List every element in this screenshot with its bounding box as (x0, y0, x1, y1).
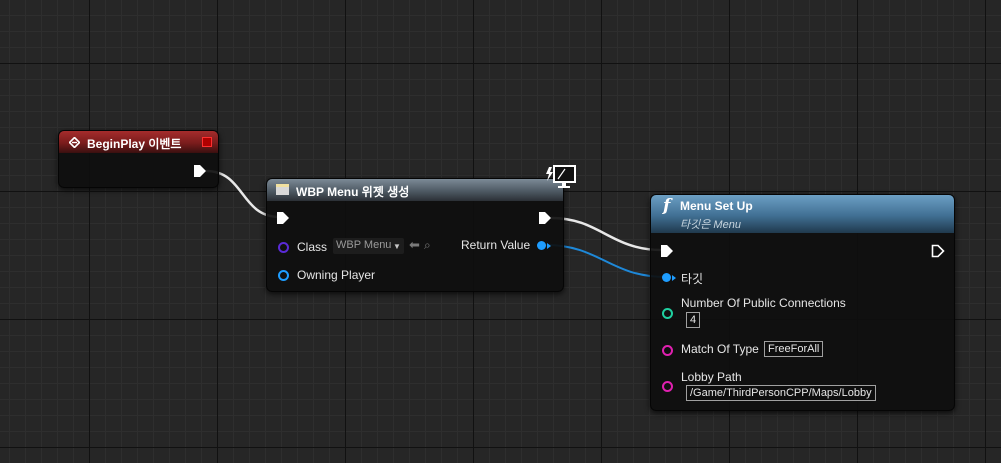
exec-in-pin[interactable] (276, 211, 290, 230)
use-selected-arrow-icon[interactable]: ⬅ (409, 237, 420, 252)
match-type-input[interactable]: FreeForAll (764, 341, 824, 357)
num-connections-label: Number Of Public Connections (681, 296, 846, 310)
return-value-arrow (547, 243, 551, 249)
menu-setup-title: Menu Set Up (680, 199, 753, 213)
lobby-path-label: Lobby Path (681, 370, 742, 384)
browse-search-icon[interactable]: ⌕ (424, 238, 431, 252)
event-diamond-icon (68, 136, 81, 149)
chevron-down-icon: ▼ (393, 242, 401, 251)
exec-in-pin[interactable] (660, 244, 674, 263)
class-dropdown[interactable]: WBP Menu ▼ (333, 238, 404, 254)
menu-setup-node[interactable]: f Menu Set Up 타깃은 Menu 타깃 Number Of Publ… (650, 194, 955, 411)
lobby-path-input[interactable]: /Game/ThirdPersonCPP/Maps/Lobby (686, 385, 876, 401)
monitor-lightning-icon (545, 164, 577, 195)
owning-player-pin[interactable] (278, 270, 289, 281)
match-type-label: Match Of Type (681, 342, 759, 356)
function-f-icon: f (663, 196, 671, 216)
lobby-path-pin[interactable] (662, 381, 673, 392)
class-label: Class (297, 240, 328, 254)
num-connections-pin[interactable] (662, 308, 673, 319)
target-pin[interactable] (662, 273, 671, 282)
beginplay-node-header[interactable]: BeginPlay 이벤트 (59, 131, 218, 153)
class-pin[interactable] (278, 242, 289, 253)
create-widget-title: WBP Menu 위젯 생성 (296, 185, 410, 199)
match-type-pin[interactable] (662, 345, 673, 356)
owning-player-label: Owning Player (297, 268, 376, 282)
beginplay-event-node[interactable]: BeginPlay 이벤트 (58, 130, 219, 188)
menu-setup-subtitle: 타깃은 Menu (680, 219, 741, 231)
return-value-pin[interactable] (537, 241, 546, 250)
exec-wire-createwidget-to-menusetup (550, 216, 663, 252)
exec-out-pin[interactable] (931, 244, 945, 263)
widget-icon (276, 184, 289, 195)
exec-out-pin[interactable] (538, 211, 552, 230)
create-widget-node-header[interactable]: WBP Menu 위젯 생성 (267, 179, 563, 201)
target-pin-arrow (672, 275, 676, 281)
return-value-label: Return Value (461, 238, 531, 252)
beginplay-title: BeginPlay 이벤트 (87, 137, 182, 151)
class-dropdown-value: WBP Menu (336, 239, 392, 251)
num-connections-input[interactable]: 4 (686, 312, 701, 328)
exec-out-pin[interactable] (193, 164, 207, 183)
menu-setup-node-header[interactable]: f Menu Set Up 타깃은 Menu (651, 195, 954, 233)
target-label: 타깃 (681, 272, 704, 286)
create-widget-node[interactable]: WBP Menu 위젯 생성 Class WBP Menu ▼ ⬅ ⌕ Retu… (266, 178, 564, 292)
delegate-pin-icon[interactable] (202, 137, 212, 147)
